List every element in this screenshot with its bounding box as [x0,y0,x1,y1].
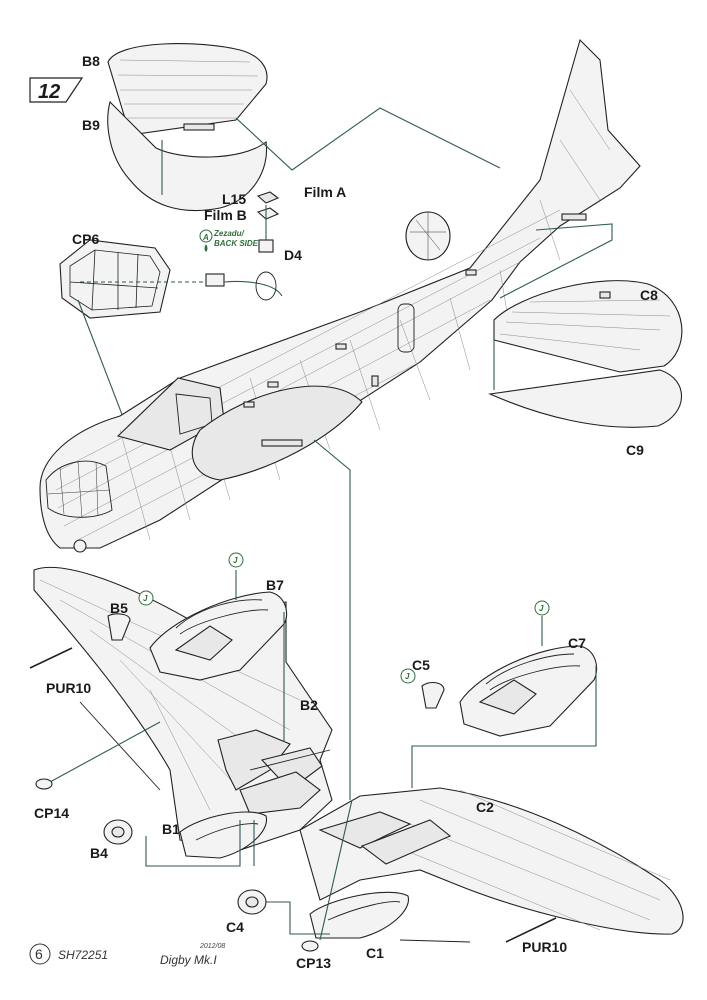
leader-cp14 [49,721,161,783]
kit-code: SH72251 [58,948,108,962]
svg-text:J: J [539,604,544,613]
leader-antenna [223,281,283,297]
label-c2: C2 [476,799,494,815]
part-pur10-left [29,647,73,669]
label-b5: B5 [110,600,128,616]
leader-canopy-to-cockpit [77,299,129,431]
label-b9: B9 [82,117,100,133]
tailplane-upper-c8 [493,280,683,373]
model-name: Digby Mk.I [160,953,217,967]
label-b2: B2 [300,697,318,713]
svg-text:J: J [233,556,238,565]
footer: 6 SH72251 2012/08 Digby Mk.I [29,943,225,967]
step-number: 12 [38,81,60,103]
label-film-b: Film B [204,207,247,223]
svg-text:J: J [143,594,148,603]
part-cp13 [301,940,319,952]
label-c4: C4 [226,919,244,935]
label-b1: B1 [162,821,180,837]
canopy-cp6 [59,239,171,319]
svg-text:J: J [405,672,410,681]
label-b4: B4 [90,845,108,861]
label-b8: B8 [82,53,100,69]
label-cp13: CP13 [296,955,331,971]
part-c4 [237,889,267,915]
label-l15: L15 [222,191,246,207]
label-c7: C7 [568,635,586,651]
engine-underside-b1 [179,811,268,859]
antenna-loop [255,271,277,301]
tailplane-upper-b8 [107,43,268,136]
leader-c4 [266,901,330,935]
label-d4: D4 [284,247,302,263]
tailplane-lower-c9 [488,369,683,428]
leader-c7 [411,666,597,788]
fuselage [39,38,641,553]
label-b7: B7 [266,577,284,593]
note-zezadu: Zezadu/ [213,229,245,238]
label-film-a: Film A [304,184,346,200]
nacelle-c7 [459,645,598,737]
part-cp14 [35,778,53,790]
right-wing [299,787,684,935]
leader-cp13 [319,799,353,941]
film-a-marker: A [199,229,213,252]
part-b4 [103,819,133,845]
part-clear-panel [205,273,225,287]
print-date: 2012/08 [199,943,225,950]
label-c9: C9 [626,442,644,458]
paint-marker-b7: J [228,552,244,568]
label-cp14: CP14 [34,805,69,821]
paint-marker-b5: J [138,590,154,606]
paint-marker-c7: J [534,600,550,616]
engine-underside-c1 [309,891,409,939]
exhaust-b5 [107,613,131,641]
label-pur10-left: PUR10 [46,680,91,696]
label-c1: C1 [366,945,384,961]
film-parts [256,191,280,253]
step-badge: 12 [29,77,84,103]
tailplane-lower-b9 [107,100,268,212]
label-c8: C8 [640,287,658,303]
label-c5: C5 [412,657,430,673]
paint-marker-c5: J [400,668,416,684]
leader-tailplane-to-fin [235,107,501,171]
label-cp6: CP6 [72,231,99,247]
exhaust-c5 [421,681,445,709]
part-pur10-right [505,917,557,943]
antenna-wire-right [399,939,471,943]
antenna-wire-left [79,701,161,791]
leader-fin-to-c8 [499,223,613,299]
label-pur10-right: PUR10 [522,939,567,955]
film-marker-letter: A [202,233,209,242]
note-back-side: BACK SIDE [214,239,259,248]
leader-fuselage-to-wing [313,439,351,800]
left-wing [33,566,333,851]
leader-b4 [145,820,241,867]
page-number: 6 [35,946,43,962]
